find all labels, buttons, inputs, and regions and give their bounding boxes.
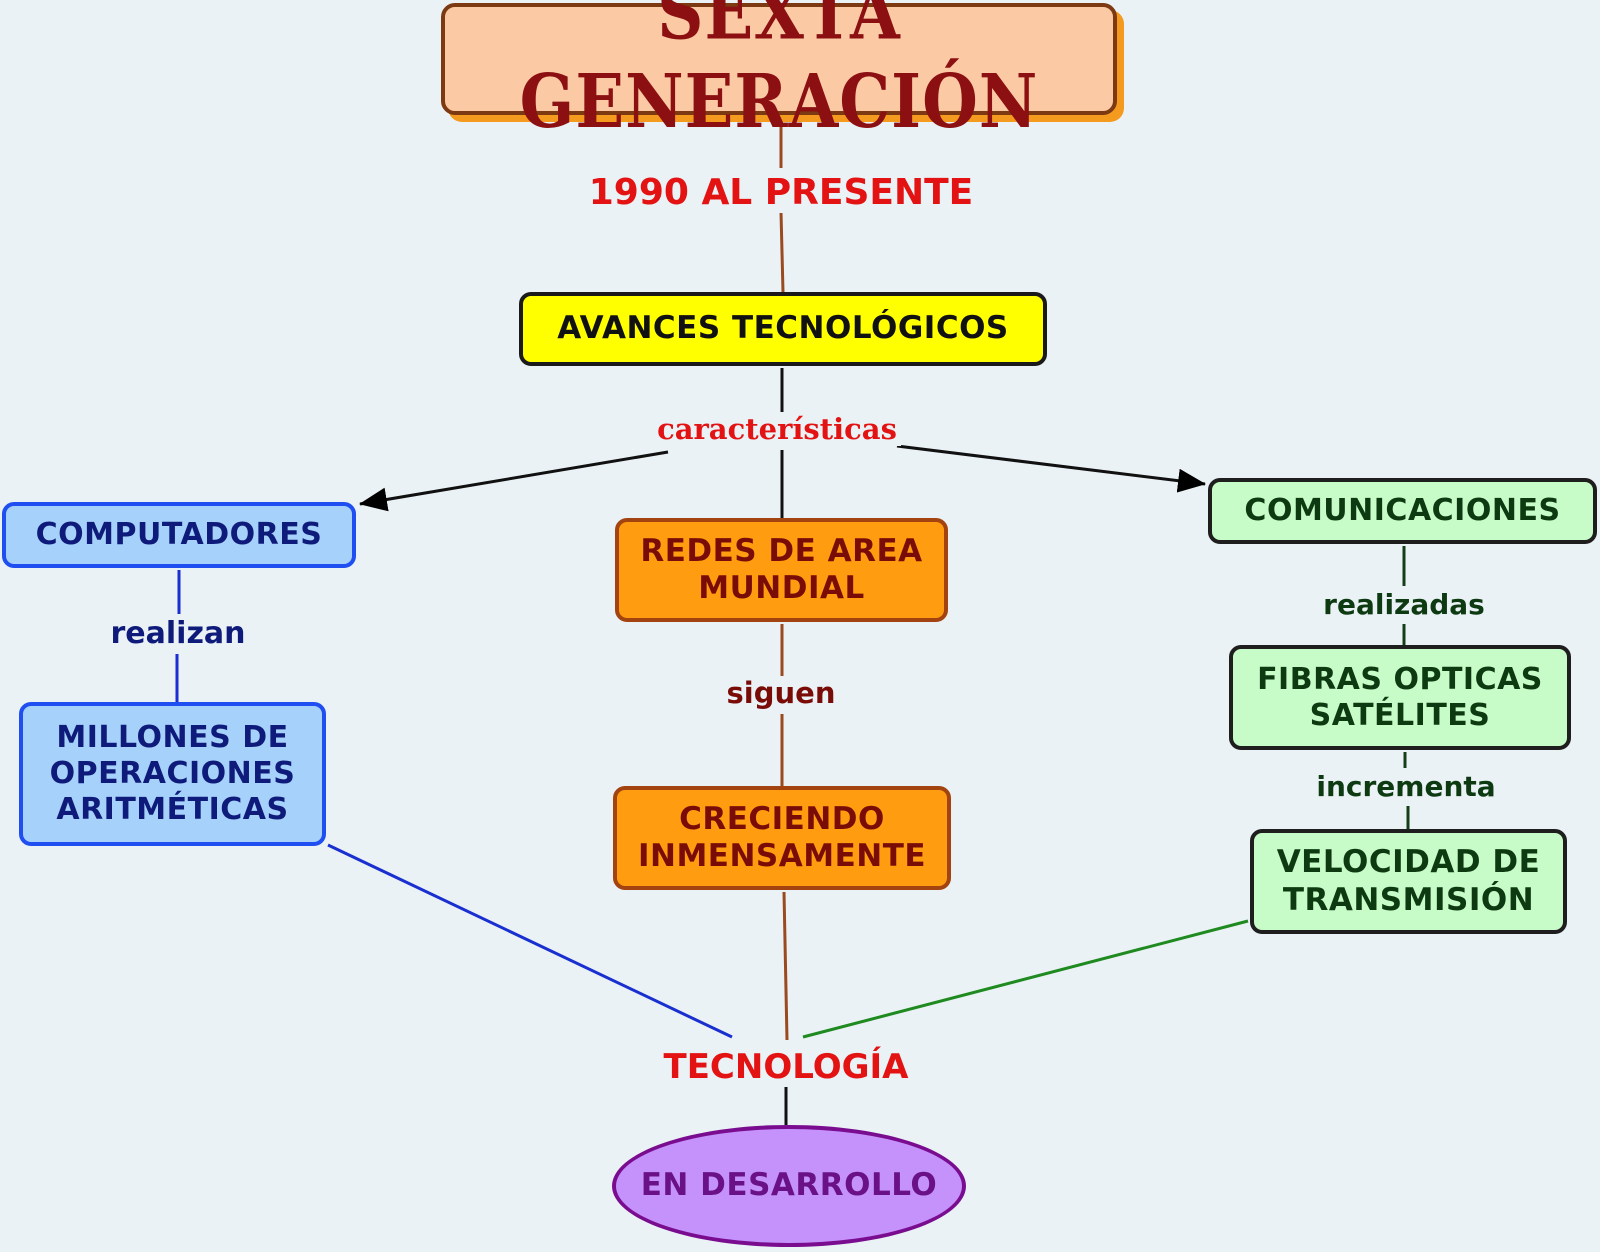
line-periodo-to-avances <box>779 211 785 293</box>
link-label-tecnologia: TECNOLOGÍA <box>659 1047 913 1087</box>
node-computadores: COMPUTADORES <box>2 502 356 568</box>
node-velocidad-de-transmision: VELOCIDAD DE TRANSMISIÓN <box>1250 829 1567 934</box>
line-creciendo-to-tecnologia <box>782 891 789 1041</box>
node-millones-de-operaciones: MILLONES DE OPERACIONES ARITMÉTICAS <box>19 702 326 846</box>
link-label-incrementa: incrementa <box>1312 770 1500 803</box>
node-fibras-opticas-satelites: FIBRAS OPTICAS SATÉLITES <box>1229 645 1571 750</box>
line-millones-to-tecnologia <box>327 843 733 1039</box>
node-redes-de-area-mundial: REDES DE AREA MUNDIAL <box>615 518 948 622</box>
arrow-to-comunicaciones <box>896 444 1206 493</box>
link-label-periodo: 1990 AL PRESENTE <box>584 172 978 213</box>
line-velocidad-to-tecnologia <box>802 919 1249 1039</box>
arrow-to-computadores <box>359 450 669 512</box>
node-creciendo-inmensamente: CRECIENDO INMENSAMENTE <box>613 786 951 890</box>
node-comunicaciones: COMUNICACIONES <box>1208 478 1597 544</box>
diagram-title: SEXTA GENERACIÓN <box>519 0 1039 146</box>
node-avances-tecnologicos: AVANCES TECNOLÓGICOS <box>519 292 1047 366</box>
link-label-caracteristicas: características <box>653 412 901 446</box>
node-en-desarrollo: EN DESARROLLO <box>612 1125 966 1247</box>
link-label-siguen: siguen <box>722 676 840 710</box>
link-label-realizan: realizan <box>106 616 250 651</box>
title-node: SEXTA GENERACIÓN <box>441 0 1117 145</box>
link-label-realizadas: realizadas <box>1319 588 1489 621</box>
